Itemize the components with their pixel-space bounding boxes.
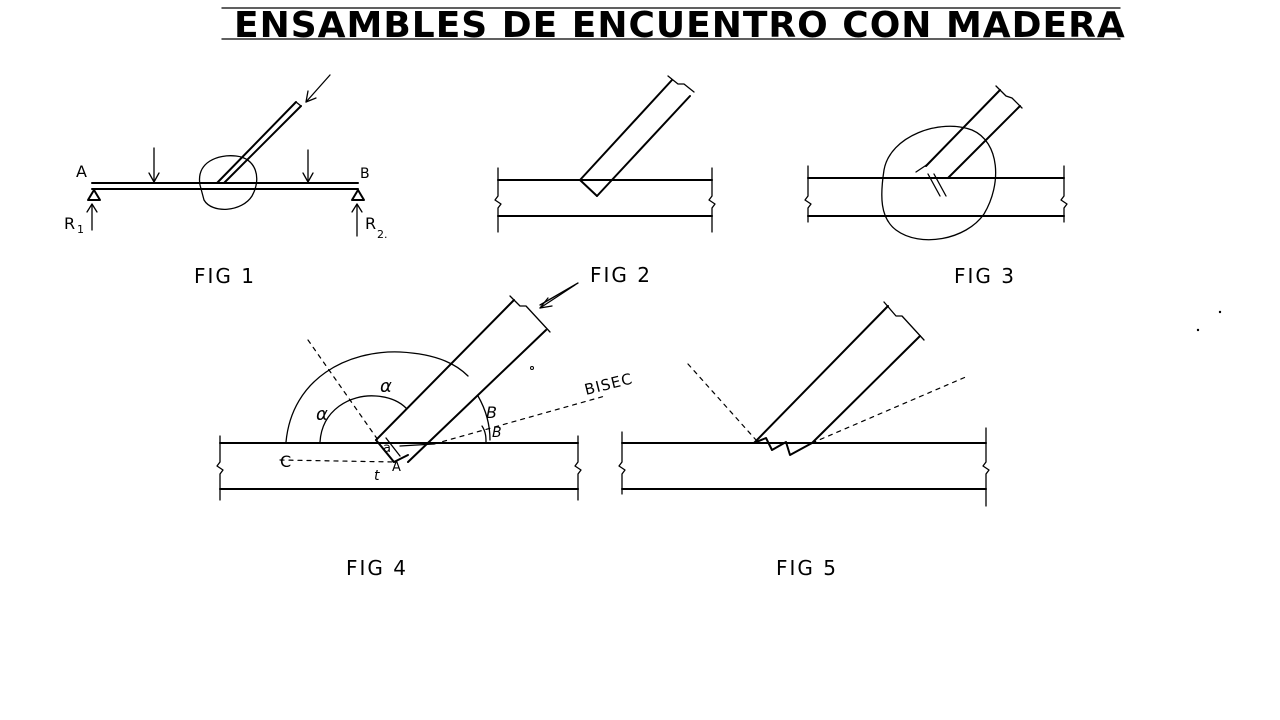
fig2-break-right (708, 167, 716, 233)
fig5-break-right (982, 427, 990, 507)
fig4-perpendicular-line (307, 339, 379, 441)
fig-1: A B R 1 R 2. FIG 1 (64, 74, 388, 288)
fig1-load-right-head (302, 172, 314, 183)
fig1-r2-label: R (365, 214, 376, 233)
fig4-dim-t: t (374, 468, 380, 484)
fig1-point-b: B (360, 166, 370, 182)
fig1-reaction-r2-head (351, 203, 363, 213)
fig3-label: FIG 3 (954, 264, 1016, 288)
fig5-strut-break (883, 301, 925, 341)
fig2-strut-cut (579, 179, 598, 197)
fig1-strut-edge-2 (223, 105, 302, 184)
fig3-strut-break (995, 85, 1023, 109)
fig4-point-a: A (392, 460, 401, 475)
fig4-break-left (216, 435, 224, 501)
fig3-notch-line-1 (927, 173, 941, 197)
fig3-strut-edge-2 (947, 105, 1021, 179)
fig4-alpha-outer: α (316, 404, 328, 425)
fig4-bisector-label: BISEC (583, 370, 635, 399)
fig-4: α α B B BISEC C A a t FIG 4 (216, 284, 635, 580)
fig1-strut-edge-1 (216, 101, 297, 184)
fig4-label: FIG 4 (346, 556, 408, 580)
fig5-label: FIG 5 (776, 556, 838, 580)
fig5-step-notch (753, 437, 813, 456)
fig4-arc-beta-upper (477, 395, 491, 441)
fig-2: FIG 2 (494, 75, 716, 306)
fig4-strut-edge-2 (407, 329, 547, 463)
fig5-strut-edge-2 (811, 335, 921, 444)
fig4-point-c: C (280, 452, 291, 471)
fig1-support-a (87, 189, 101, 201)
fig4-seat-line (399, 443, 435, 447)
fig3-notch-mark (915, 163, 929, 173)
fig4-notch-line (385, 437, 401, 457)
fig4-arc-inner (319, 395, 407, 443)
fig1-load-left-head (148, 172, 160, 183)
fig1-support-b (351, 189, 365, 201)
fig2-label: FIG 2 (590, 263, 652, 287)
fig4-strut-break (509, 295, 551, 333)
fig5-strut-edge-1 (753, 305, 889, 444)
page-title: ENSAMBLES DE ENCUENTRO CON MADERA (234, 5, 1126, 46)
fig1-strut-end (295, 101, 302, 107)
stray-dot-1 (1218, 310, 1222, 314)
fig1-strut-load-arrowhead (305, 90, 317, 103)
fig2-break-left (494, 167, 502, 233)
fig4-beta-lower: B (492, 425, 502, 441)
fig1-reaction-r1-head (86, 203, 98, 213)
fig5-bisector-line (811, 375, 969, 444)
fig5-break-left (618, 431, 626, 495)
fig4-beta-upper: B (486, 403, 497, 422)
fig3-detail-circle (881, 125, 997, 241)
fig5-perpendicular-line (687, 363, 757, 441)
fig1-label: FIG 1 (194, 264, 256, 288)
fig4-c-line (279, 459, 397, 463)
fig-5: FIG 5 (618, 301, 990, 580)
fig2-strut-break (667, 75, 695, 93)
fig1-r2-sub: 2. (377, 228, 388, 241)
fig3-notch-line-2 (933, 173, 947, 197)
fig4-break-right (574, 435, 582, 501)
fig1-detail-circle (198, 155, 258, 211)
stray-dot-3 (530, 366, 534, 370)
stray-marks (530, 310, 1222, 370)
fig4-alpha-inner: α (380, 376, 392, 397)
fig1-strut-load-arrow (305, 74, 331, 103)
fig4-arc-beta-lower (481, 425, 487, 443)
fig1-point-a: A (76, 162, 87, 181)
fig4-strut-toe (393, 454, 409, 463)
fig4-dim-a: a (383, 441, 391, 456)
fig4-strut-edge-1 (375, 299, 515, 441)
fig4-arc-outer (285, 351, 469, 443)
title-block: ENSAMBLES DE ENCUENTRO CON MADERA (221, 5, 1126, 46)
fig-3: FIG 3 (804, 85, 1068, 288)
fig4-load-arrowhead (539, 297, 553, 309)
fig3-break-right (1060, 165, 1068, 223)
fig4-load-arrow (539, 284, 576, 309)
fig1-r1-label: R (64, 214, 75, 233)
fig4-strut-heel (375, 439, 395, 463)
fig1-r1-sub: 1 (77, 223, 84, 236)
fig3-break-left (804, 165, 812, 223)
fig2-strut-edge-2 (596, 95, 691, 197)
fig2-strut-edge-1 (579, 79, 673, 181)
fig4-bisector-line (433, 395, 606, 445)
stray-dot-2 (1196, 328, 1200, 332)
